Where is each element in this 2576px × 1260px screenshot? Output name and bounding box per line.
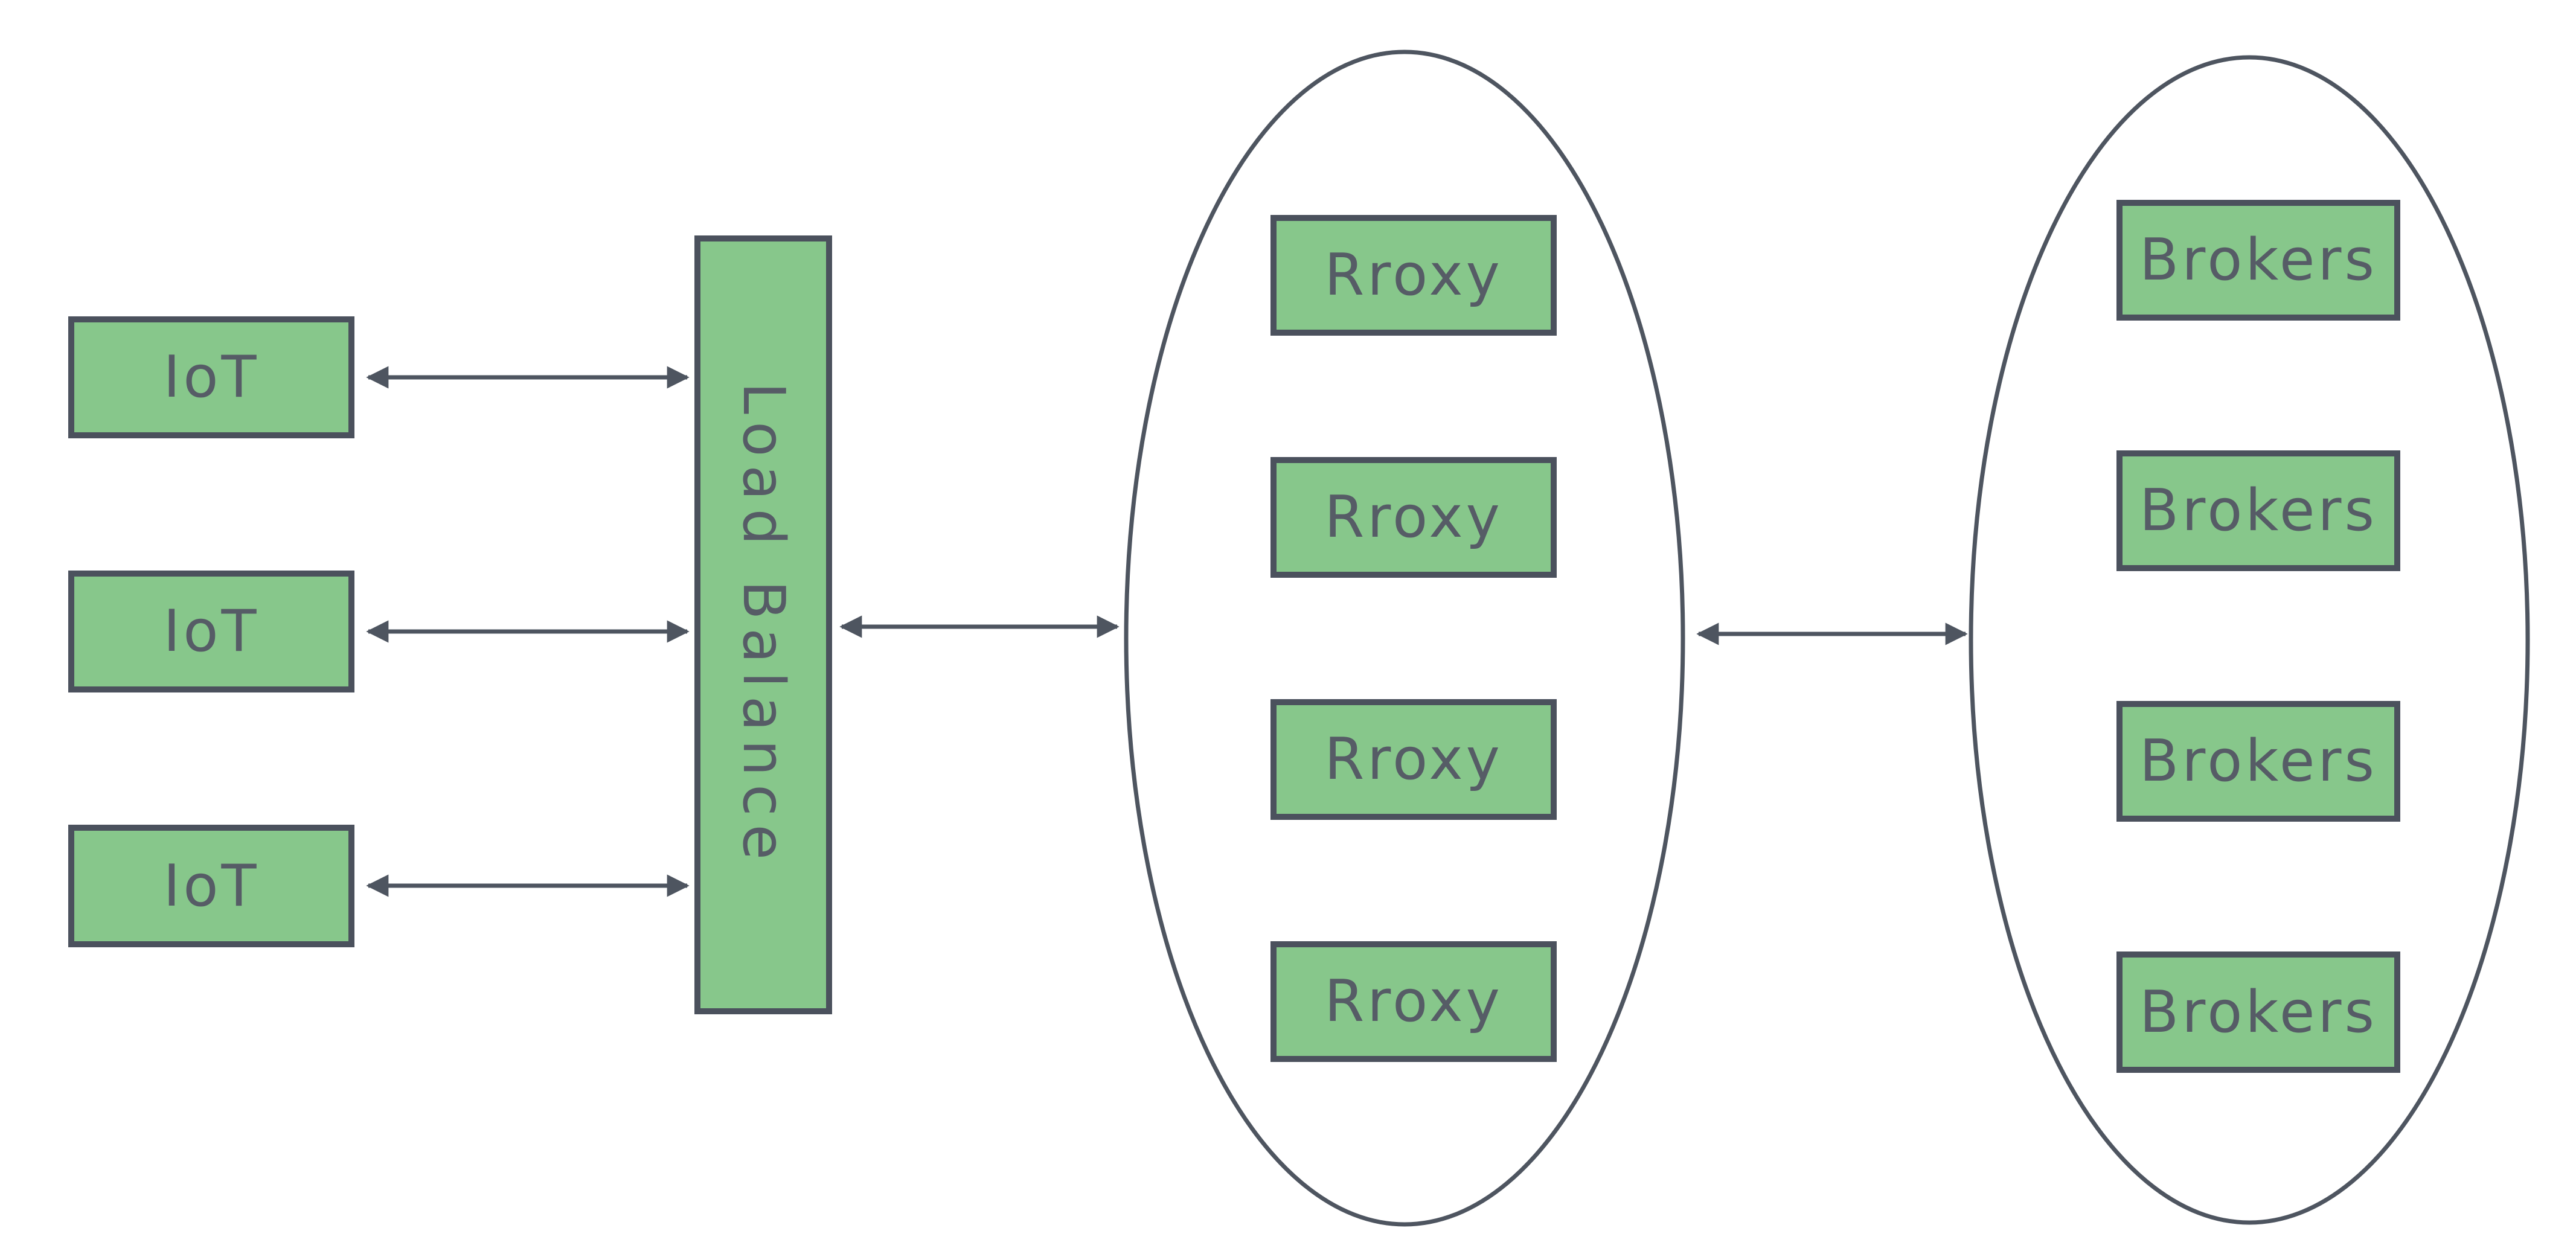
iot-node-1: IoT	[68, 316, 354, 438]
broker-node-1-label: Brokers	[2139, 227, 2377, 293]
proxy-node-3: Rroxy	[1270, 699, 1557, 820]
broker-node-1: Brokers	[2116, 200, 2400, 321]
iot-node-1-label: IoT	[163, 344, 260, 411]
iot-node-3-label: IoT	[163, 852, 260, 919]
proxy-node-4-label: Rroxy	[1324, 968, 1503, 1035]
broker-node-2: Brokers	[2116, 450, 2400, 571]
proxy-node-3-label: Rroxy	[1324, 726, 1503, 793]
iot-node-2-label: IoT	[163, 598, 260, 665]
broker-node-3: Brokers	[2116, 701, 2400, 822]
load-balance-node-label: Load Balance	[730, 382, 796, 868]
broker-node-2-label: Brokers	[2139, 478, 2377, 544]
proxy-cluster-ellipse	[1124, 50, 1685, 1227]
iot-node-2: IoT	[68, 571, 354, 692]
broker-node-4-label: Brokers	[2139, 979, 2377, 1046]
broker-cluster-ellipse	[1969, 55, 2530, 1225]
broker-node-4: Brokers	[2116, 951, 2400, 1073]
load-balance-node: Load Balance	[694, 235, 832, 1014]
broker-node-3-label: Brokers	[2139, 728, 2377, 795]
proxy-node-4: Rroxy	[1270, 941, 1557, 1062]
iot-node-3: IoT	[68, 825, 354, 947]
proxy-node-2: Rroxy	[1270, 457, 1557, 578]
proxy-node-2-label: Rroxy	[1324, 484, 1503, 551]
proxy-node-1: Rroxy	[1270, 215, 1557, 336]
proxy-node-1-label: Rroxy	[1324, 242, 1503, 309]
